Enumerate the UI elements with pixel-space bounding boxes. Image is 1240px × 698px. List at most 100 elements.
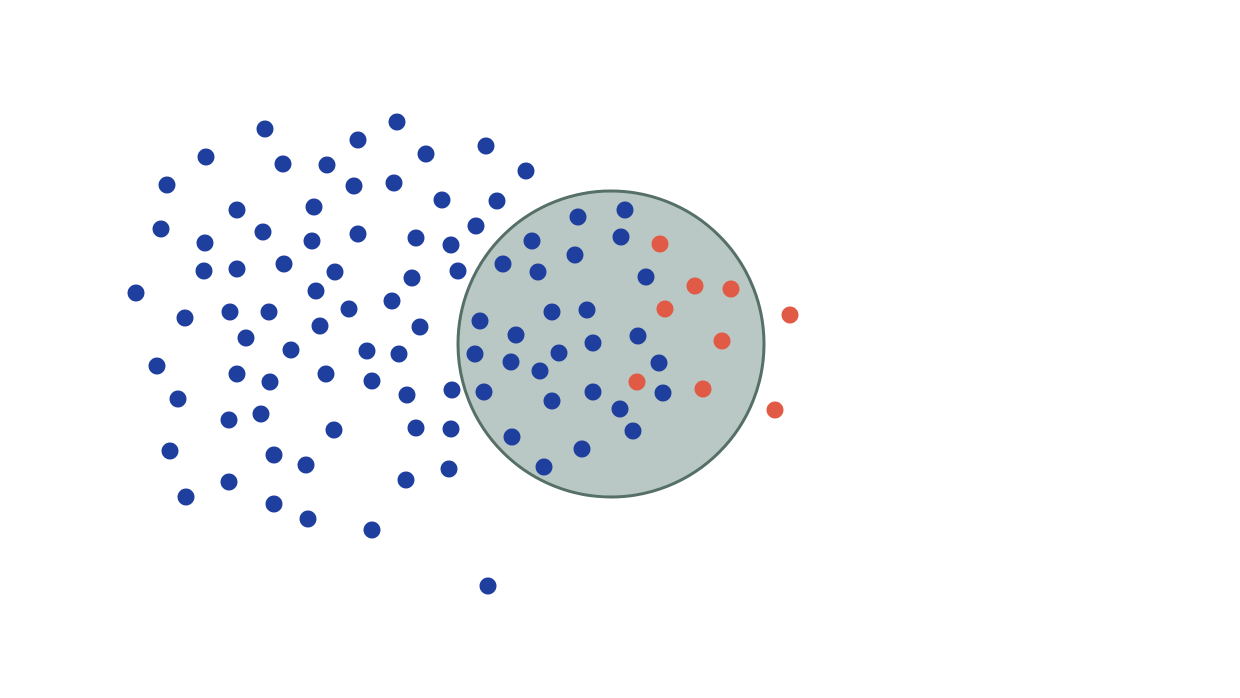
blue-point	[629, 327, 647, 345]
blue-point	[388, 113, 406, 131]
blue-point	[449, 262, 467, 280]
blue-point	[363, 372, 381, 390]
blue-point	[383, 292, 401, 310]
blue-point	[398, 386, 416, 404]
blue-point	[237, 329, 255, 347]
blue-point	[385, 174, 403, 192]
blue-points-series	[127, 113, 672, 595]
red-point	[656, 300, 674, 318]
blue-point	[228, 260, 246, 278]
blue-point	[442, 236, 460, 254]
red-point	[766, 401, 784, 419]
blue-point	[523, 232, 541, 250]
blue-point	[299, 510, 317, 528]
red-point	[686, 277, 704, 295]
blue-point	[220, 473, 238, 491]
blue-point	[407, 419, 425, 437]
blue-point	[573, 440, 591, 458]
blue-point	[488, 192, 506, 210]
red-point	[781, 306, 799, 324]
blue-point	[611, 400, 629, 418]
blue-point	[345, 177, 363, 195]
blue-point	[195, 262, 213, 280]
points-layer	[127, 113, 799, 595]
blue-point	[578, 301, 596, 319]
red-point	[722, 280, 740, 298]
blue-point	[363, 521, 381, 539]
blue-point	[479, 577, 497, 595]
red-point	[694, 380, 712, 398]
blue-point	[318, 156, 336, 174]
blue-point	[176, 309, 194, 327]
blue-point	[471, 312, 489, 330]
blue-point	[637, 268, 655, 286]
blue-point	[466, 345, 484, 363]
blue-point	[220, 411, 238, 429]
blue-point	[612, 228, 630, 246]
blue-point	[305, 198, 323, 216]
blue-point	[196, 234, 214, 252]
blue-point	[467, 217, 485, 235]
blue-point	[303, 232, 321, 250]
blue-point	[177, 488, 195, 506]
blue-point	[265, 446, 283, 464]
blue-point	[411, 318, 429, 336]
blue-point	[507, 326, 525, 344]
blue-point	[503, 428, 521, 446]
blue-point	[158, 176, 176, 194]
blue-point	[260, 303, 278, 321]
blue-point	[390, 345, 408, 363]
blue-point	[317, 365, 335, 383]
blue-point	[358, 342, 376, 360]
red-point	[713, 332, 731, 350]
blue-point	[161, 442, 179, 460]
blue-point	[228, 201, 246, 219]
blue-point	[550, 344, 568, 362]
blue-point	[148, 357, 166, 375]
blue-point	[624, 422, 642, 440]
blue-point	[252, 405, 270, 423]
red-point	[628, 373, 646, 391]
blue-point	[531, 362, 549, 380]
blue-point	[433, 191, 451, 209]
red-point	[651, 235, 669, 253]
blue-point	[529, 263, 547, 281]
blue-point	[543, 392, 561, 410]
blue-point	[274, 155, 292, 173]
blue-point	[584, 334, 602, 352]
blue-point	[228, 365, 246, 383]
blue-point	[307, 282, 325, 300]
blue-point	[403, 269, 421, 287]
blue-point	[584, 383, 602, 401]
blue-point	[440, 460, 458, 478]
blue-point	[475, 383, 493, 401]
blue-point	[566, 246, 584, 264]
blue-point	[326, 263, 344, 281]
blue-point	[569, 208, 587, 226]
blue-point	[152, 220, 170, 238]
blue-point	[397, 471, 415, 489]
blue-point	[494, 255, 512, 273]
blue-point	[502, 353, 520, 371]
blue-point	[417, 145, 435, 163]
blue-point	[349, 225, 367, 243]
blue-point	[311, 317, 329, 335]
blue-point	[261, 373, 279, 391]
blue-point	[340, 300, 358, 318]
blue-point	[654, 384, 672, 402]
blue-point	[477, 137, 495, 155]
blue-point	[256, 120, 274, 138]
blue-point	[265, 495, 283, 513]
blue-point	[442, 420, 460, 438]
blue-point	[297, 456, 315, 474]
blue-point	[282, 341, 300, 359]
blue-point	[535, 458, 553, 476]
blue-point	[127, 284, 145, 302]
blue-point	[169, 390, 187, 408]
blue-point	[325, 421, 343, 439]
blue-point	[407, 229, 425, 247]
blue-point	[517, 162, 535, 180]
blue-point	[650, 354, 668, 372]
